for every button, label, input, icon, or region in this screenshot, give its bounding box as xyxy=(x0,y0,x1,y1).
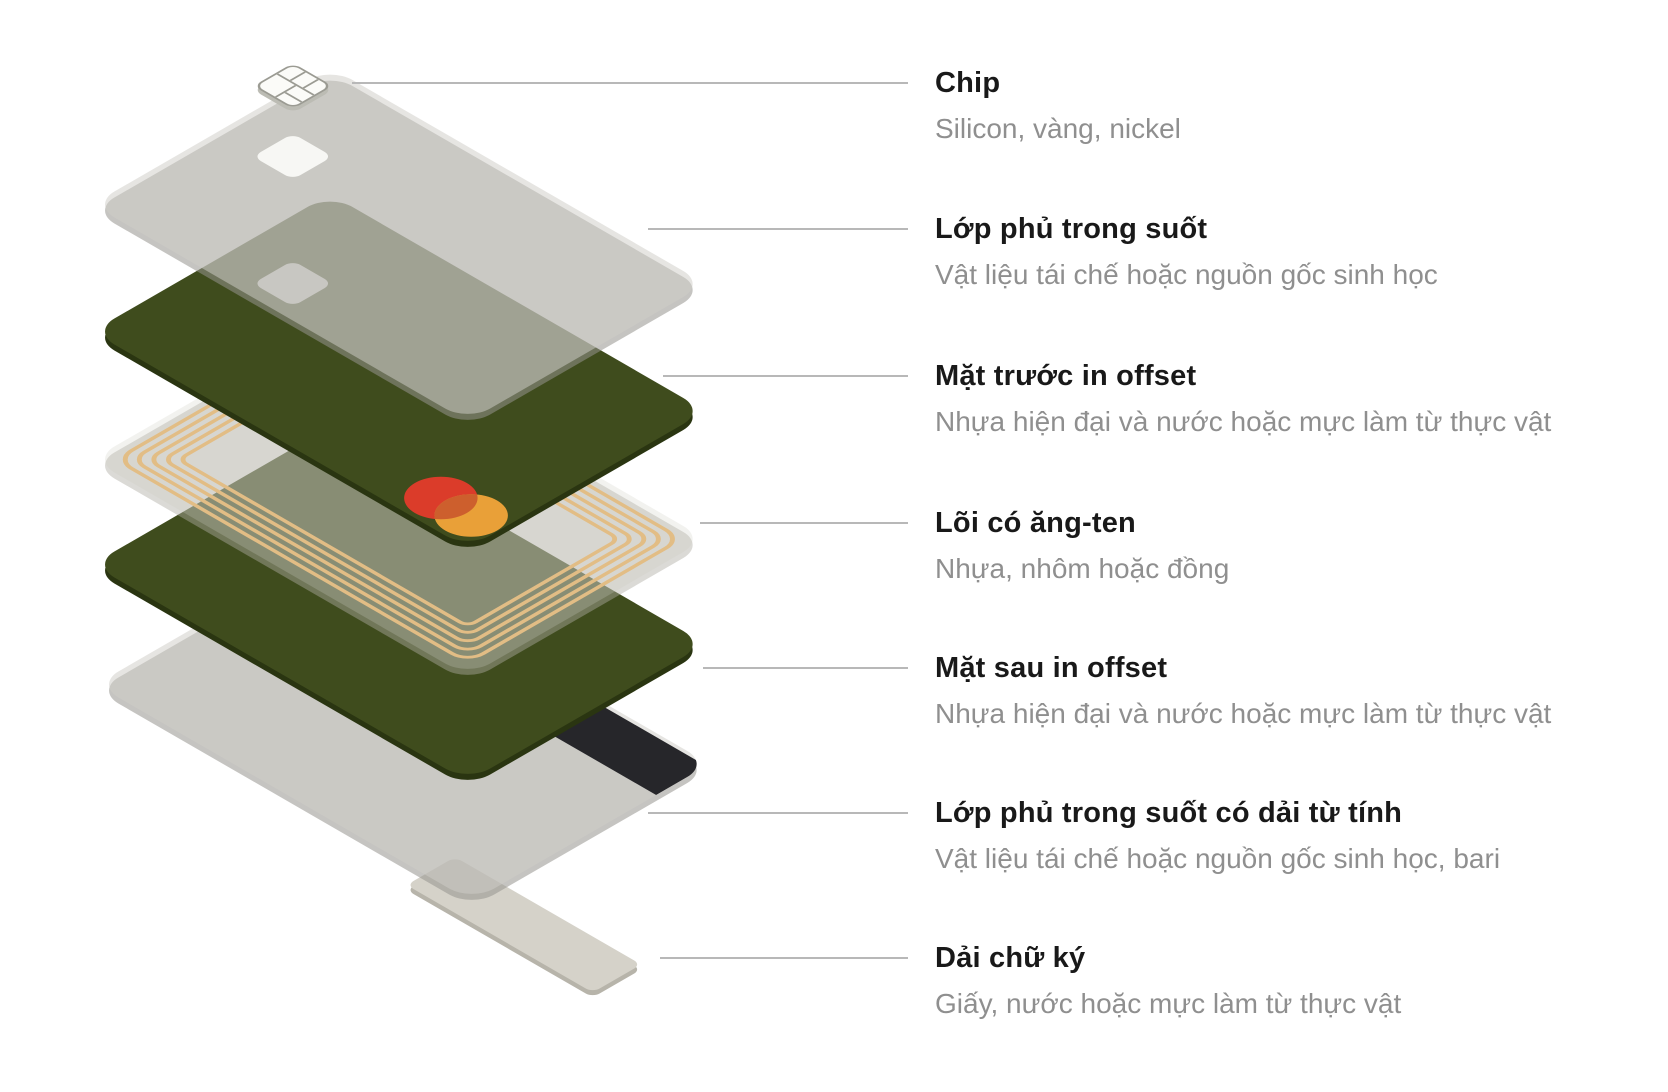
label-clear-top: Lớp phủ trong suốt Vật liệu tái chế hoặc… xyxy=(935,208,1575,294)
leader-line-back-offset xyxy=(703,667,908,669)
label-title: Lớp phủ trong suốt có dải từ tính xyxy=(935,797,1403,829)
label-title: Mặt trước in offset xyxy=(935,360,1197,392)
front-offset-face xyxy=(91,194,706,549)
label-desc: Nhựa hiện đại và nước hoặc mực làm từ th… xyxy=(935,698,1552,729)
chip-contact-line xyxy=(284,92,303,103)
leader-line-signature xyxy=(660,957,908,959)
label-chip: Chip Silicon, vàng, nickel xyxy=(935,62,1575,148)
label-title: Mặt sau in offset xyxy=(935,652,1168,684)
label-title: Dải chữ ký xyxy=(935,942,1086,974)
leader-line-antenna-core xyxy=(700,522,908,524)
label-desc: Vật liệu tái chế hoặc nguồn gốc sinh học… xyxy=(935,843,1501,874)
label-antenna-core: Lõi có ăng-ten Nhựa, nhôm hoặc đồng xyxy=(935,502,1575,588)
label-back-offset: Mặt sau in offset Nhựa hiện đại và nước … xyxy=(935,647,1575,733)
label-front-offset: Mặt trước in offset Nhựa hiện đại và nướ… xyxy=(935,355,1575,441)
label-title: Chip xyxy=(935,67,1001,99)
label-desc: Vật liệu tái chế hoặc nguồn gốc sinh học xyxy=(935,259,1438,290)
label-title: Lõi có ăng-ten xyxy=(935,507,1136,539)
label-title: Lớp phủ trong suốt xyxy=(935,213,1208,245)
leader-line-clear-back xyxy=(648,812,908,814)
label-desc: Silicon, vàng, nickel xyxy=(935,113,1181,144)
label-clear-back: Lớp phủ trong suốt có dải từ tính Vật li… xyxy=(935,792,1575,878)
chip-contact-line xyxy=(289,71,306,81)
leader-line-chip xyxy=(352,82,908,84)
label-desc: Giấy, nước hoặc mực làm từ thực vật xyxy=(935,988,1402,1019)
leader-line-front-offset xyxy=(663,375,908,377)
leader-line-clear-top xyxy=(648,228,908,230)
mastercard-logo-icon xyxy=(404,476,508,537)
chip-contact-line xyxy=(302,79,319,89)
card-window xyxy=(252,133,333,180)
label-desc: Nhựa hiện đại và nước hoặc mực làm từ th… xyxy=(935,406,1552,437)
label-desc: Nhựa, nhôm hoặc đồng xyxy=(935,553,1230,584)
label-signature: Dải chữ ký Giấy, nước hoặc mực làm từ th… xyxy=(935,937,1575,1023)
